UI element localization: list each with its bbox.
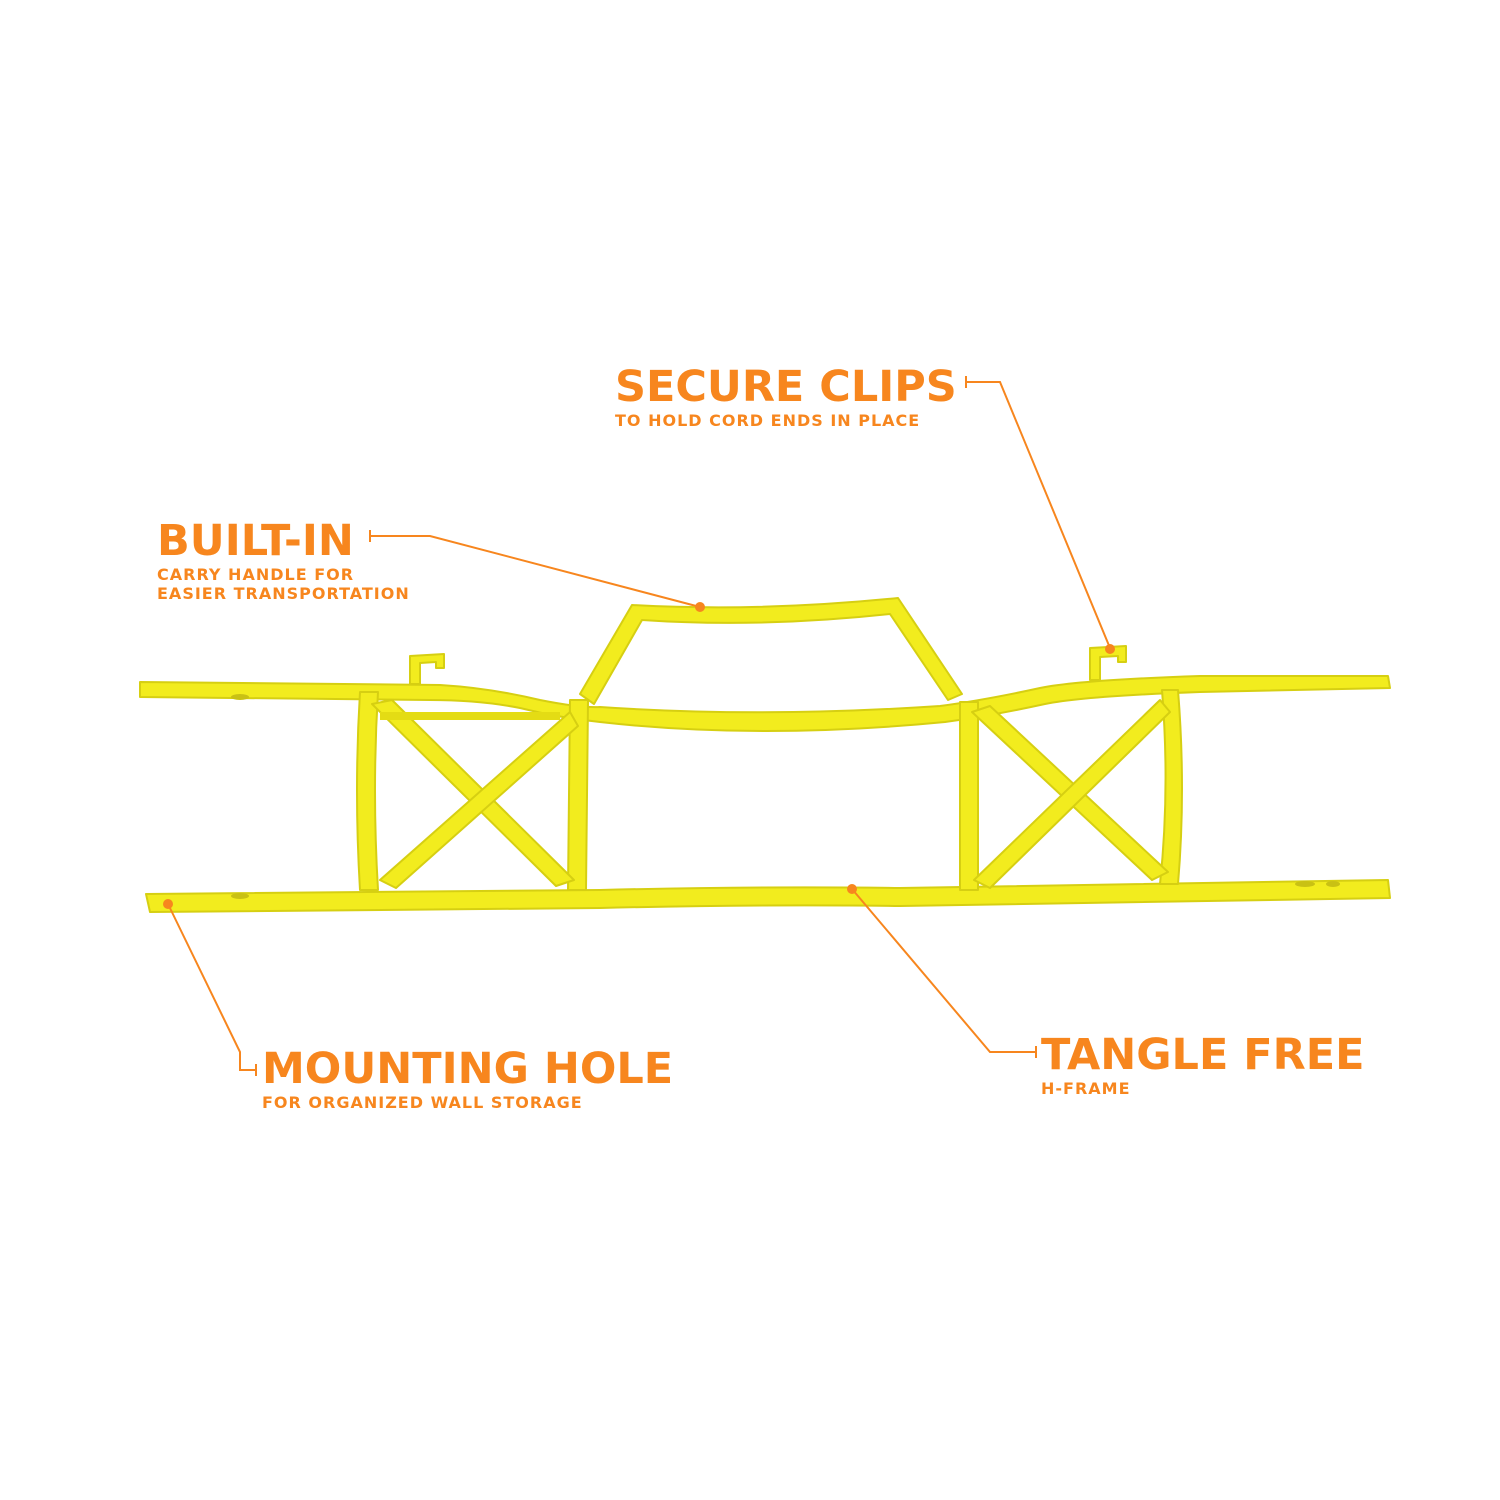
mounting-hole-left (231, 893, 249, 899)
built-in-subtitle-line1: CARRY HANDLE FOR (157, 565, 355, 584)
clip-left (409, 653, 445, 685)
tangle-free-leader (851, 888, 1037, 1058)
built-in-callout: BUILT-IN CARRY HANDLE FOR EASIER TRANSPO… (157, 520, 410, 602)
built-in-leader (369, 530, 701, 608)
built-in-title: BUILT-IN (157, 516, 354, 566)
mounting-hole-title: MOUNTING HOLE (262, 1044, 674, 1094)
secure-clips-dot (1105, 644, 1115, 654)
secure-clips-subtitle: TO HOLD CORD ENDS IN PLACE (615, 411, 921, 430)
callout-dots (163, 602, 1115, 909)
mounting-hole-right-2 (1326, 881, 1340, 887)
top-hole-left (231, 694, 249, 700)
mounting-hole-leader (167, 903, 257, 1076)
mounting-hole-dot (163, 899, 173, 909)
tangle-free-dot (847, 884, 857, 894)
tangle-free-title: TANGLE FREE (1041, 1030, 1365, 1080)
mounting-hole-right (1295, 881, 1315, 887)
clip-right (1089, 645, 1127, 681)
carry-handle (579, 597, 963, 705)
secure-clips-title: SECURE CLIPS (615, 362, 957, 412)
top-rail (139, 675, 1391, 732)
right-x-frame (959, 689, 1183, 891)
left-x-frame (356, 691, 589, 891)
tangle-free-subtitle: H-FRAME (1041, 1079, 1131, 1098)
callout-lines (167, 376, 1111, 1076)
secure-clips-callout: SECURE CLIPS TO HOLD CORD ENDS IN PLACE (615, 366, 957, 429)
mounting-hole-subtitle: FOR ORGANIZED WALL STORAGE (262, 1093, 583, 1112)
secure-clips-leader (965, 376, 1111, 649)
cord-winder-product (139, 597, 1391, 913)
tangle-free-callout: TANGLE FREE H-FRAME (1041, 1034, 1365, 1097)
bottom-rail (145, 879, 1391, 913)
mounting-hole-callout: MOUNTING HOLE FOR ORGANIZED WALL STORAGE (262, 1048, 673, 1111)
built-in-dot (695, 602, 705, 612)
built-in-subtitle-line2: EASIER TRANSPORTATION (157, 584, 410, 603)
